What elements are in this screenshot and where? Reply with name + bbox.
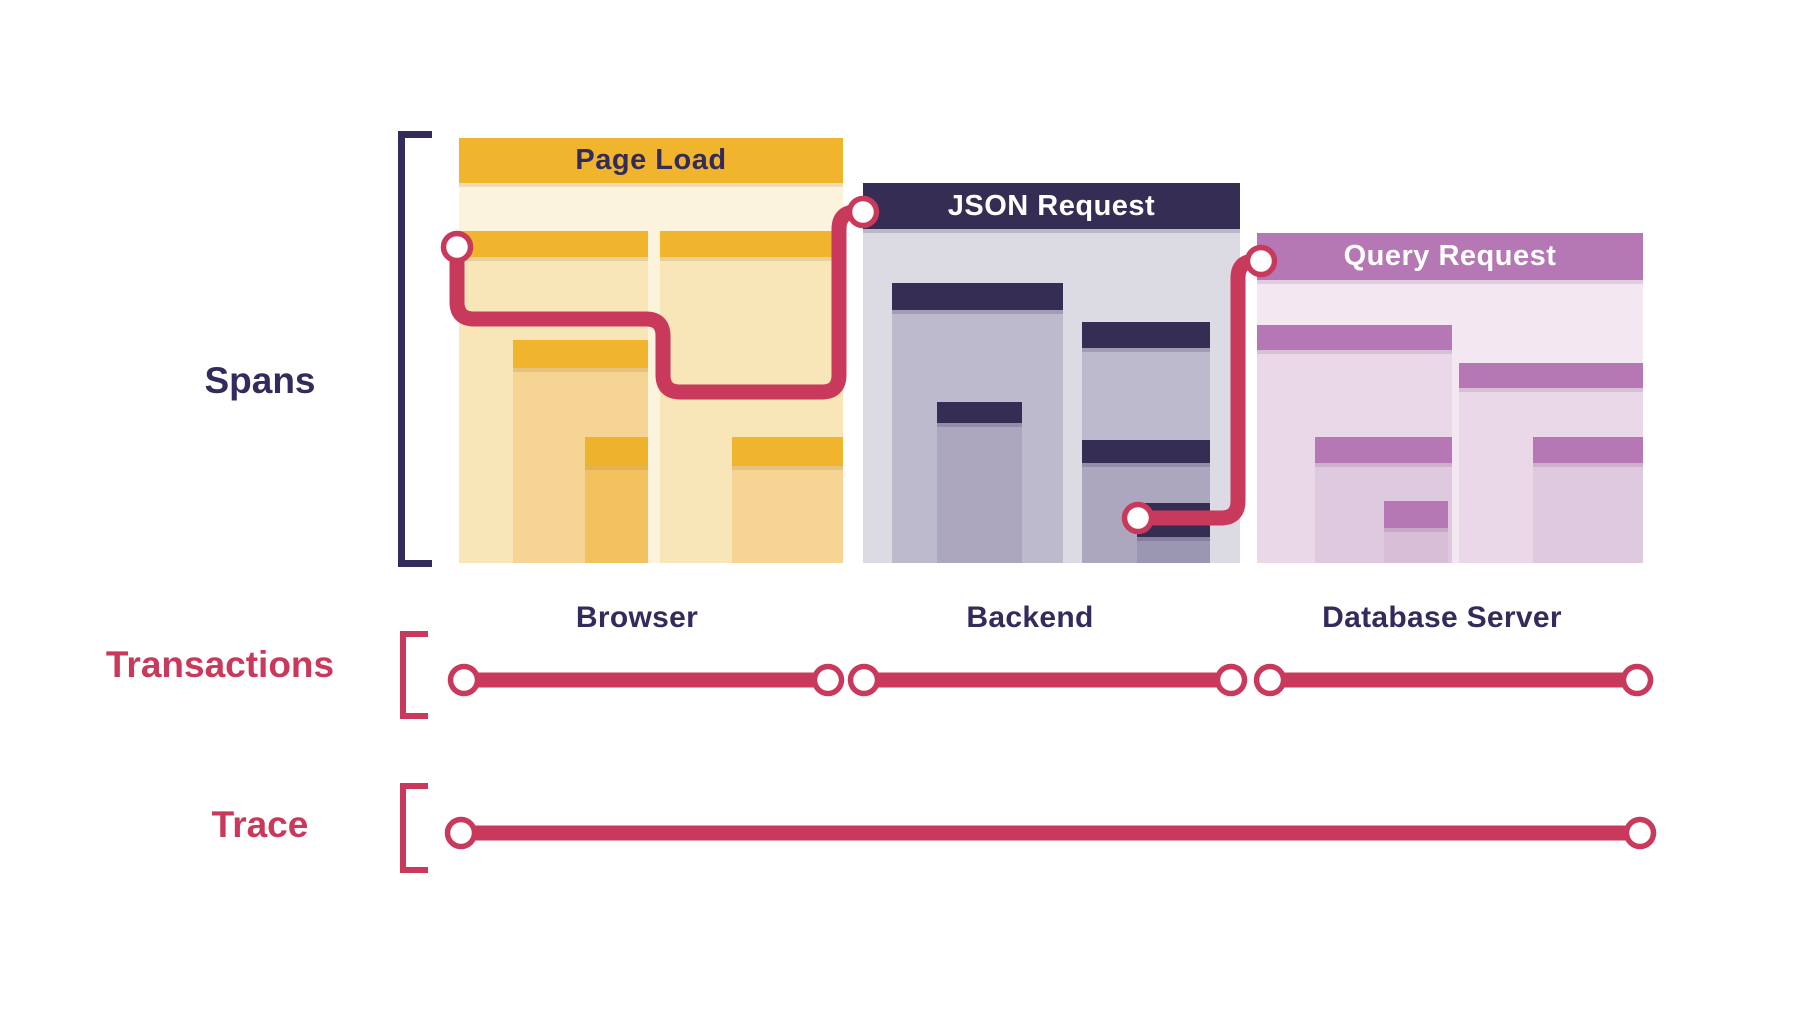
trace-row-label: Trace	[211, 804, 309, 845]
span-bar-header	[1459, 363, 1643, 388]
caption-backend: Backend	[966, 601, 1094, 634]
caption-database-server: Database Server	[1322, 601, 1562, 634]
transactions-bracket	[400, 631, 428, 719]
transactions-row-label: Transactions	[105, 644, 335, 685]
span-bar-header	[513, 340, 648, 368]
transaction-endpoint-marker	[811, 663, 845, 697]
span-bar-header	[937, 402, 1022, 423]
span-bar-header	[1384, 501, 1448, 528]
transaction-endpoint-marker	[1253, 663, 1287, 697]
span-bar-header	[1137, 503, 1210, 537]
span-bar-header	[1082, 440, 1210, 463]
span-bar-level4	[1137, 503, 1210, 563]
spans-bracket	[398, 131, 432, 567]
span-bar-header	[1533, 437, 1643, 463]
trace-endpoint-marker	[1623, 816, 1657, 850]
span-bar-level4	[585, 437, 648, 563]
page-load-title: Page Load	[575, 144, 727, 176]
span-bar-header	[1257, 325, 1452, 350]
span-bar-level3	[732, 437, 843, 563]
query-request-title: Query Request	[1343, 240, 1557, 272]
span-bar-header	[660, 231, 843, 257]
span-bar-level3	[1533, 437, 1643, 563]
json-request-transaction-block: JSON Request	[863, 183, 1240, 563]
page-load-transaction-block: Page Load	[459, 138, 843, 563]
transaction-endpoint-marker	[1620, 663, 1654, 697]
span-bar-header	[585, 437, 648, 466]
transaction-endpoint-marker	[1214, 663, 1248, 697]
json-request-header: JSON Request	[863, 183, 1240, 229]
trace-bracket	[400, 783, 428, 873]
caption-browser: Browser	[575, 601, 699, 634]
spans-row-label: Spans	[204, 360, 316, 401]
query-request-transaction-block: Query Request	[1257, 233, 1643, 563]
page-load-header: Page Load	[459, 138, 843, 183]
span-bar-header	[892, 283, 1063, 310]
transaction-endpoint-marker	[447, 663, 481, 697]
transaction-endpoint-marker	[847, 663, 881, 697]
span-bar-level3	[937, 402, 1022, 563]
span-bar-header	[459, 231, 648, 257]
span-bar-header	[732, 437, 843, 466]
span-bar-header	[1082, 322, 1210, 348]
span-bar-header	[1315, 437, 1452, 463]
span-bar-level4	[1384, 501, 1448, 563]
json-request-title: JSON Request	[947, 189, 1156, 222]
trace-endpoint-marker	[444, 816, 478, 850]
query-request-header: Query Request	[1257, 233, 1643, 280]
